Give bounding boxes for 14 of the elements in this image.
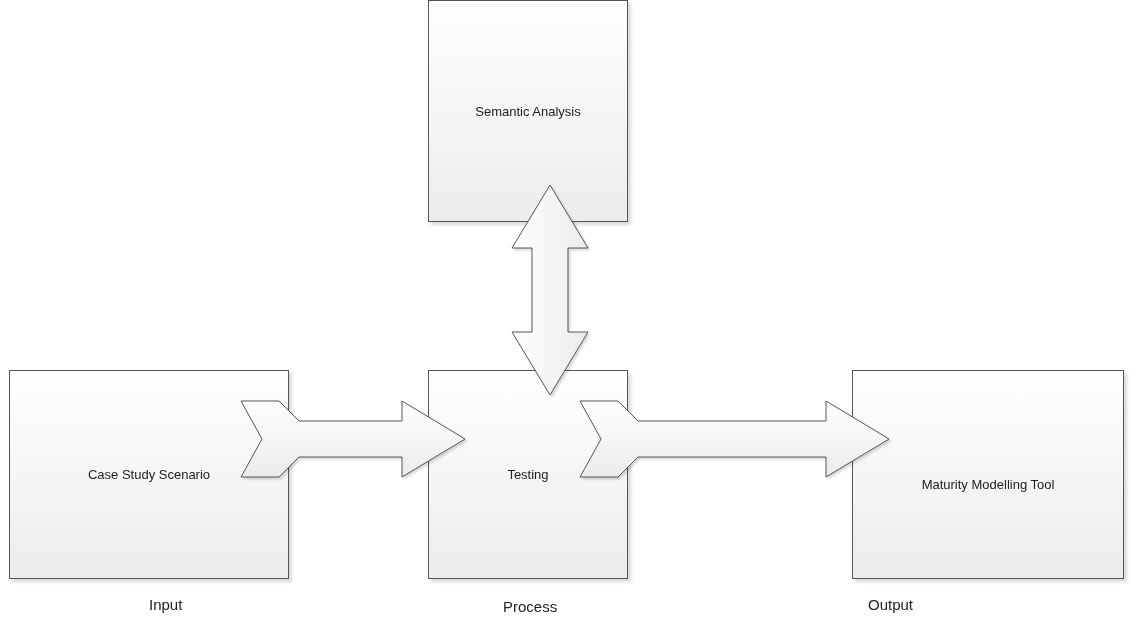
process-box [428,0,628,222]
box-label: Maturity Modelling Tool [921,477,1055,492]
process-box [428,370,628,579]
double-block-arrow [511,184,589,396]
box-label: Semantic Analysis [475,103,581,119]
process-box [9,370,289,579]
box-label: Testing [507,467,549,482]
stage-label: Output [868,596,914,613]
stage-label: Process [503,598,558,615]
box-label: Case Study Scenario [87,467,211,482]
stage-label: Input [149,596,183,613]
block-arrow [579,400,890,478]
process-box [852,370,1124,579]
block-arrow [240,400,466,478]
